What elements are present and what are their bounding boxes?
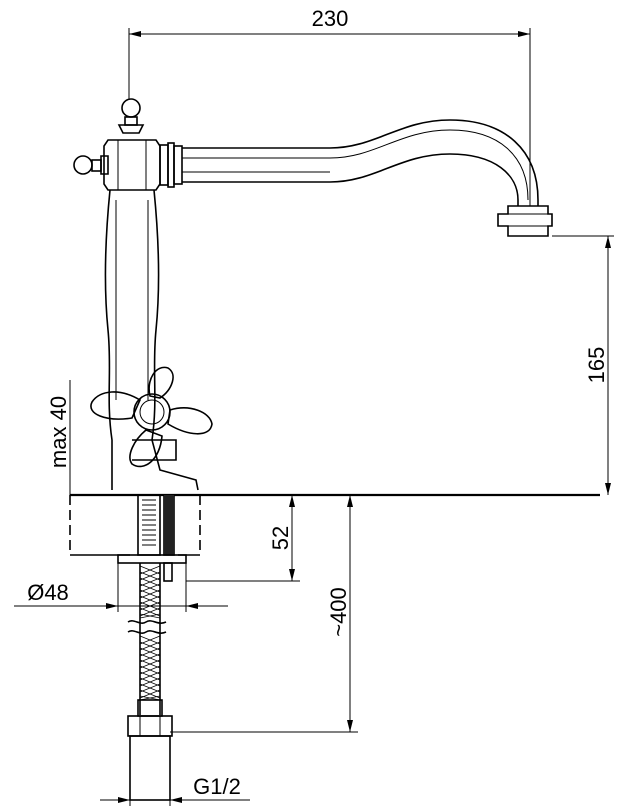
- dim-label-230: 230: [312, 6, 349, 31]
- dimension-base-diameter: Ø48: [14, 563, 228, 612]
- mounting-washer: [117, 554, 187, 564]
- aerator: [497, 205, 553, 237]
- dimension-shank-length: 52: [186, 495, 300, 582]
- flex-hose: [127, 563, 173, 801]
- dim-label-d48: Ø48: [27, 580, 69, 605]
- dimension-spout-height: 165: [552, 235, 614, 495]
- cross-handle: [90, 366, 213, 468]
- mounting-shank: [117, 494, 187, 582]
- top-finial-neck: [124, 116, 138, 126]
- dimension-spout-reach: 230: [128, 6, 531, 206]
- hose-nut: [127, 715, 173, 737]
- dim-label-400: ~400: [326, 587, 351, 637]
- hose-end-fitting: [129, 735, 171, 801]
- dimension-deck-thickness: max 40: [46, 380, 71, 495]
- break-mark-top: [127, 620, 167, 624]
- dim-label-max40: max 40: [46, 396, 71, 468]
- column-right-edge: [151, 189, 199, 491]
- spout: [182, 119, 553, 237]
- side-finial-ball: [73, 155, 93, 175]
- dim-label-g12: G1/2: [193, 774, 241, 799]
- top-finial-ball: [121, 98, 141, 118]
- dimension-hose-length: ~400: [170, 495, 358, 733]
- spout-lower-edge: [182, 153, 519, 206]
- handle-hub: [133, 393, 171, 431]
- column-left-edge: [104, 189, 113, 490]
- faucet-body: [73, 98, 199, 491]
- hose-braid: [139, 565, 161, 701]
- break-mark-bottom: [127, 630, 167, 634]
- valve-head: [103, 139, 161, 191]
- dim-label-52: 52: [268, 526, 293, 550]
- dimension-thread: G1/2: [100, 774, 250, 806]
- spout-upper-edge: [182, 119, 539, 206]
- dim-label-165: 165: [584, 347, 609, 384]
